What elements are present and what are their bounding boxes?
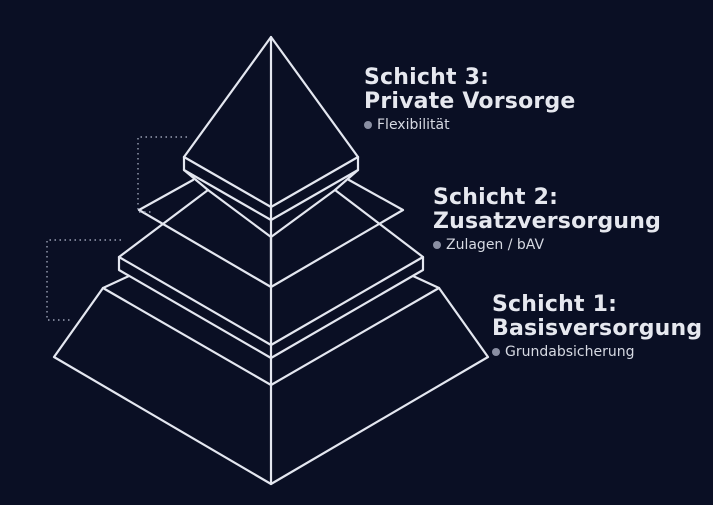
layer-2-title-line1: Schicht 2:: [433, 185, 559, 210]
layer-3-label: Schicht 3: Private Vorsorge Flexibilität: [364, 66, 576, 133]
dotted-bracket-upper: [137, 136, 187, 213]
layer-1-title-line1: Schicht 1:: [492, 292, 618, 317]
layer-2-title-line2: Zusatzversorgung: [433, 209, 662, 234]
layer-1-title-line2: Basisversorgung: [492, 316, 703, 341]
tier-1-pyramid-base: [52, 274, 490, 486]
bullet-icon: [364, 121, 372, 129]
dotted-bracket-lower: [46, 239, 121, 321]
layer-1-label: Schicht 1: Basisversorgung Grundabsicher…: [492, 293, 702, 360]
layer-3-title-line1: Schicht 3:: [364, 65, 490, 90]
bullet-icon: [492, 348, 500, 356]
layer-2-subtitle: Zulagen / bAV: [446, 237, 545, 253]
layer-3-subtitle: Flexibilität: [377, 117, 450, 133]
bullet-icon: [433, 241, 441, 249]
layer-1-subtitle: Grundabsicherung: [505, 344, 635, 360]
tier-2-pyramid-middle: [117, 168, 425, 360]
tier-3-pyramid-top: [182, 35, 360, 222]
layer-2-label: Schicht 2: Zusatzversorgung Zulagen / bA…: [433, 186, 661, 253]
layer-3-title-line2: Private Vorsorge: [364, 89, 576, 114]
